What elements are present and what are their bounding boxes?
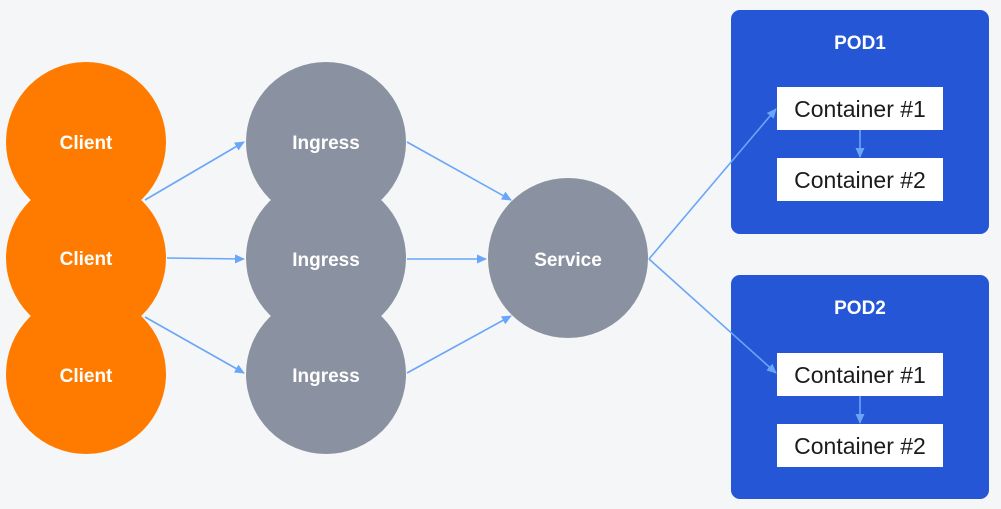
pod-2-container-1 bbox=[777, 353, 943, 396]
service: Service bbox=[488, 178, 648, 338]
ingress-label-1: Ingress bbox=[292, 133, 360, 154]
arrow-client-to-ingress-3 bbox=[144, 316, 245, 374]
ingress-node-2 bbox=[246, 178, 406, 338]
ingress-node-1 bbox=[246, 62, 406, 222]
connections bbox=[144, 108, 777, 374]
client-label-1: Client bbox=[60, 133, 113, 154]
client-label-2: Client bbox=[60, 249, 113, 270]
ingress-node-3 bbox=[246, 294, 406, 454]
ingress-label-3: Ingress bbox=[292, 366, 360, 387]
pod-2-container-2-label: Container #2 bbox=[794, 433, 926, 459]
arrow-service-to-pod-2 bbox=[648, 258, 777, 374]
service-node bbox=[488, 178, 648, 338]
arrow-client-to-ingress-1 bbox=[144, 141, 245, 201]
pod-2-container-2 bbox=[777, 424, 943, 467]
pod-2-title: POD2 bbox=[834, 298, 886, 319]
pod-1-container-1-label: Container #1 bbox=[794, 96, 926, 122]
arrow-client-to-ingress-2 bbox=[166, 254, 245, 264]
ingress-label-2: Ingress bbox=[292, 250, 360, 271]
client-node-3 bbox=[6, 294, 166, 454]
pod-1-container-2 bbox=[777, 158, 943, 201]
pod-2-container-1-label: Container #1 bbox=[794, 362, 926, 388]
pod-1-container-2-label: Container #2 bbox=[794, 167, 926, 193]
client-node-2 bbox=[6, 178, 166, 338]
arrow-ingress-1-to-service bbox=[406, 141, 512, 201]
clients: Client Client Client bbox=[6, 62, 166, 454]
service-label: Service bbox=[534, 250, 602, 271]
ingresses: Ingress Ingress Ingress bbox=[246, 62, 406, 454]
arrow-ingress-3-to-service bbox=[406, 315, 512, 374]
pod-1: POD1 Container #1 Container #2 bbox=[731, 10, 989, 234]
pod-1-title: POD1 bbox=[834, 33, 886, 54]
pod-1-container-1 bbox=[777, 87, 943, 130]
pod-2: POD2 Container #1 Container #2 bbox=[731, 275, 989, 499]
client-label-3: Client bbox=[60, 366, 113, 387]
client-node-1 bbox=[6, 62, 166, 222]
arrow-service-to-pod-1 bbox=[648, 108, 777, 260]
